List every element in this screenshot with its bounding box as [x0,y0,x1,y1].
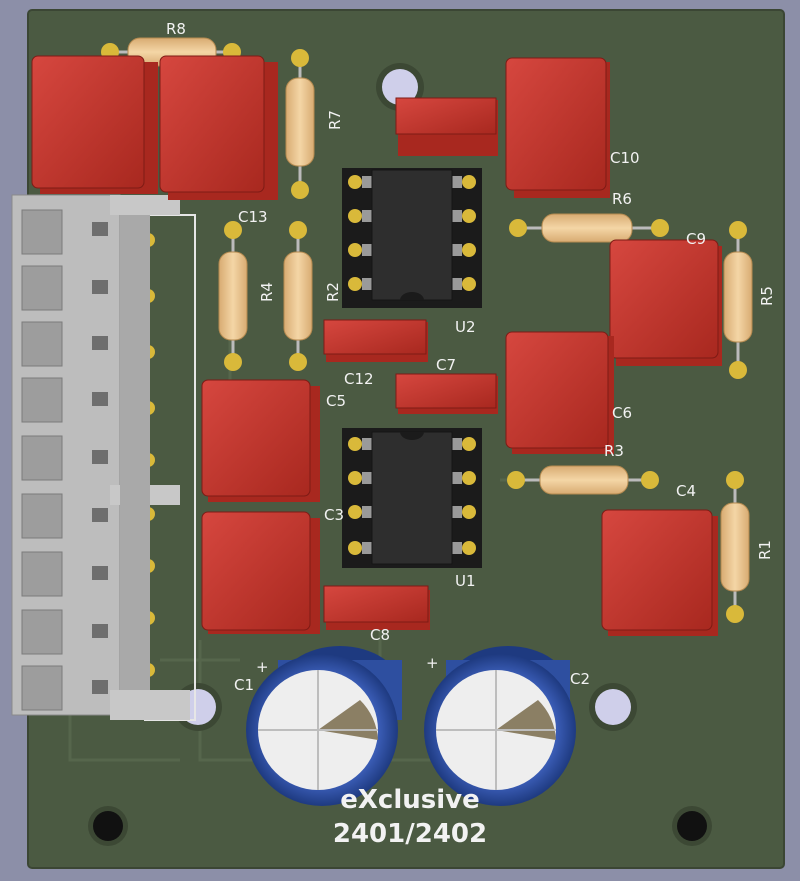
ic-u1 [342,428,482,568]
label-c2-plus: + [426,654,439,672]
film-capacitor-c13 [159,55,278,200]
label-c2: C2 [570,670,590,688]
ic-u2 [342,168,482,308]
label-c13: C13 [238,208,268,226]
electrolytic-capacitor-c2 [424,646,576,806]
label-r6: R6 [612,190,632,208]
label-u1: U1 [455,572,476,590]
label-c3: C3 [324,506,344,524]
resistor-r6 [509,213,669,243]
terminal-connector [11,194,190,720]
label-r4: R4 [258,282,276,302]
film-capacitor-top-small [395,97,498,156]
resistor-r5 [723,221,753,379]
label-r7: R7 [326,110,344,130]
label-c12: C12 [344,370,374,388]
label-r2: R2 [324,282,342,302]
film-capacitor-c13-left [31,55,158,194]
silkscreen-labels: R8 R7 R6 R5 R4 R2 R3 R1 C13 C10 C9 C5 C6… [166,20,776,849]
label-c10: C10 [610,149,640,167]
resistor-r3 [507,465,659,495]
film-capacitor-c6 [505,331,614,454]
resistor-r2 [283,221,313,371]
board-title-line1: eXclusive [340,785,479,815]
film-capacitor-c10 [505,57,610,198]
label-c4: C4 [676,482,696,500]
label-c8: C8 [370,626,390,644]
label-c5: C5 [326,392,346,410]
resistor-r4 [218,221,248,371]
resistor-r7 [285,49,315,199]
electrolytic-capacitor-c1 [246,646,402,806]
label-r5: R5 [758,286,776,306]
label-r3: R3 [604,442,624,460]
label-c7: C7 [436,356,456,374]
label-r8: R8 [166,20,186,38]
film-capacitor-c9 [609,239,722,366]
label-c1: C1 [234,676,254,694]
label-c9: C9 [686,230,706,248]
film-capacitor-c3 [201,511,320,634]
label-c1-plus: + [256,658,269,676]
label-r1: R1 [756,540,774,560]
film-capacitor-c5 [201,379,320,502]
film-capacitor-c7 [395,373,498,414]
board-title-line2: 2401/2402 [333,819,487,849]
film-capacitor-c8 [323,585,430,630]
resistor-r1 [720,471,750,623]
label-c6: C6 [612,404,632,422]
film-capacitor-c4 [601,509,718,636]
film-capacitor-c12 [323,319,428,362]
label-u2: U2 [455,318,476,336]
